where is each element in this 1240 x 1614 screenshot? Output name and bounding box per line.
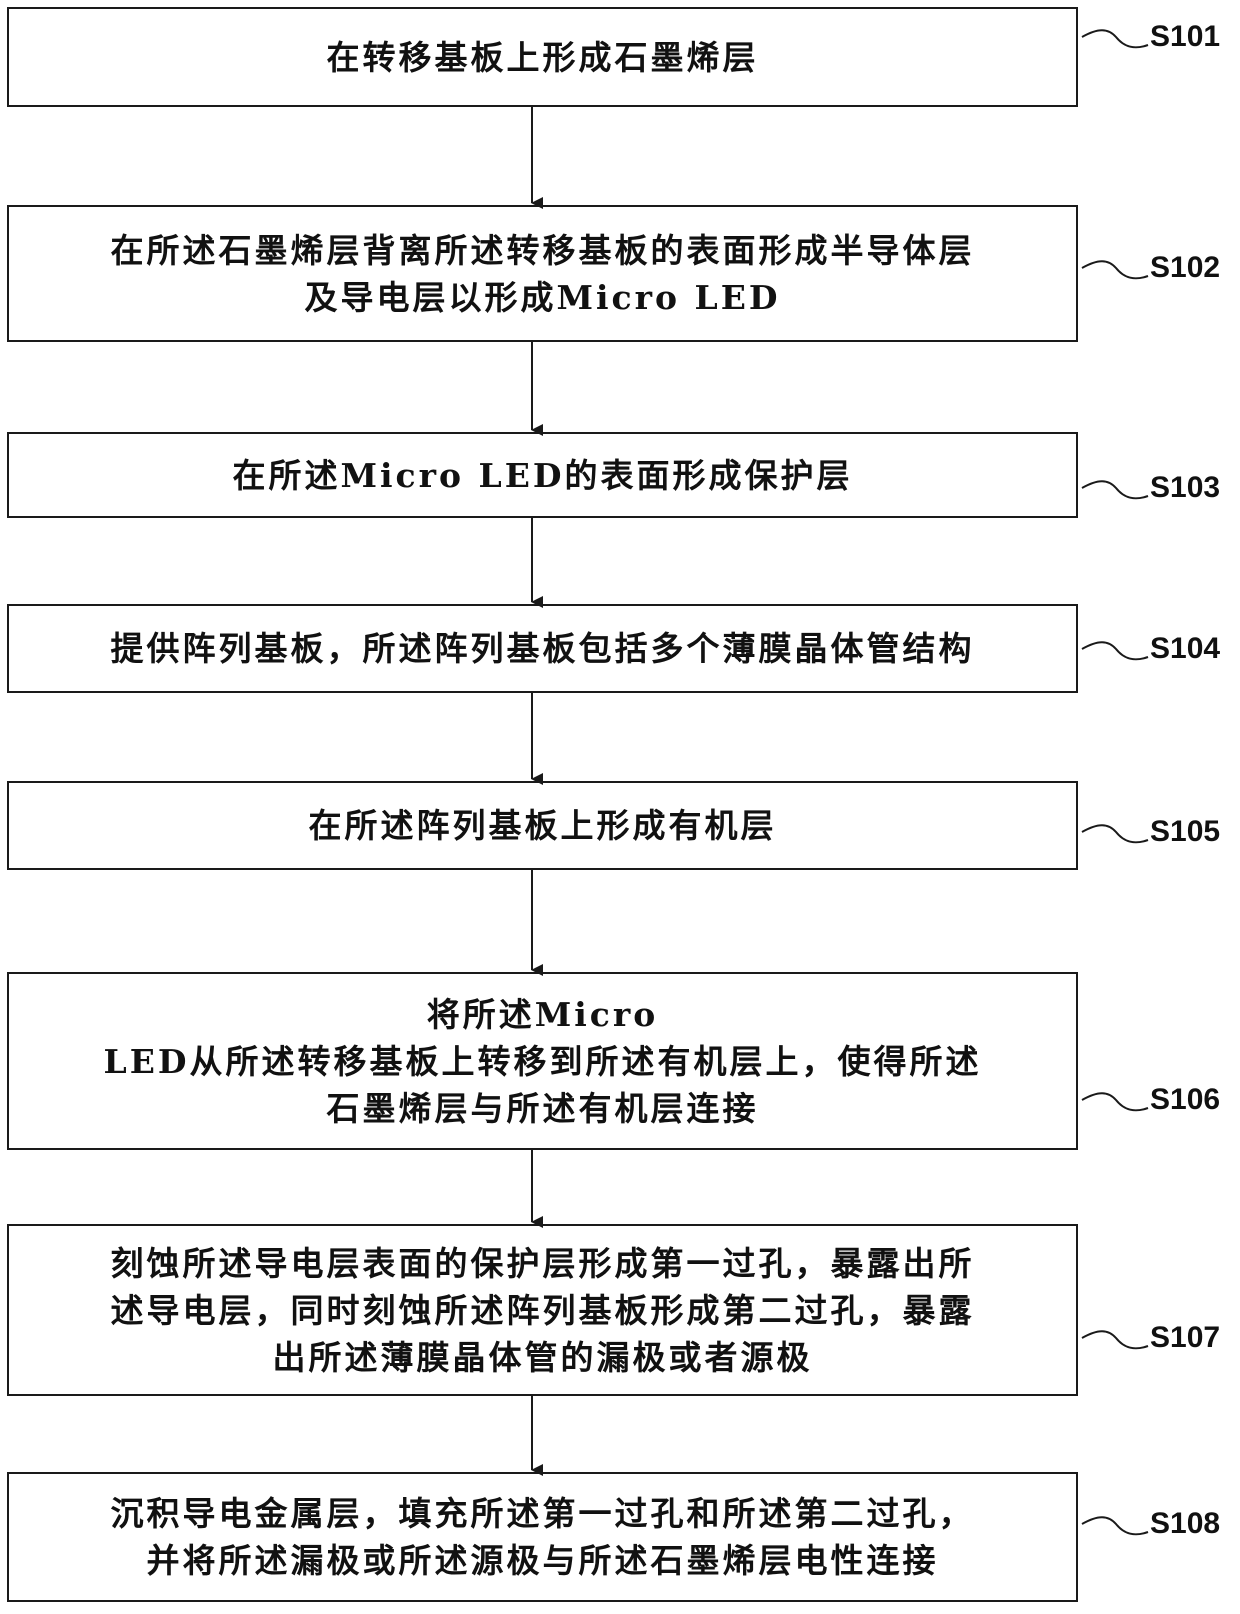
step-text-s101: 在转移基板上形成石墨烯层 [319, 34, 767, 81]
step-label-s101: S101 [1150, 22, 1220, 52]
step-label-s106: S106 [1150, 1085, 1220, 1115]
leader-s107 [1082, 1331, 1148, 1348]
leader-s108 [1082, 1517, 1148, 1534]
step-label-s103: S103 [1150, 473, 1220, 503]
step-text-s105: 在所述阵列基板上形成有机层 [301, 802, 785, 849]
leader-s105 [1082, 825, 1148, 842]
step-text-s108: 沉积导电金属层，填充所述第一过孔和所述第二过孔， 并将所述漏极或所述源极与所述石… [103, 1490, 983, 1584]
step-box-s101: 在转移基板上形成石墨烯层 [7, 7, 1078, 107]
step-box-s107: 刻蚀所述导电层表面的保护层形成第一过孔，暴露出所 述导电层，同时刻蚀所述阵列基板… [7, 1224, 1078, 1396]
step-text-s107: 刻蚀所述导电层表面的保护层形成第一过孔，暴露出所 述导电层，同时刻蚀所述阵列基板… [103, 1240, 983, 1381]
step-box-s103: 在所述Micro LED的表面形成保护层 [7, 432, 1078, 518]
leader-s102 [1082, 261, 1148, 278]
leader-s106 [1082, 1093, 1148, 1110]
step-box-s108: 沉积导电金属层，填充所述第一过孔和所述第二过孔， 并将所述漏极或所述源极与所述石… [7, 1472, 1078, 1602]
step-text-s103: 在所述Micro LED的表面形成保护层 [224, 452, 860, 499]
step-label-s105: S105 [1150, 817, 1220, 847]
step-box-s105: 在所述阵列基板上形成有机层 [7, 781, 1078, 870]
step-label-s102: S102 [1150, 253, 1220, 283]
leader-s104 [1082, 642, 1148, 659]
step-box-s104: 提供阵列基板，所述阵列基板包括多个薄膜晶体管结构 [7, 604, 1078, 693]
step-label-s108: S108 [1150, 1509, 1220, 1539]
step-label-s104: S104 [1150, 634, 1220, 664]
leader-s103 [1082, 481, 1148, 498]
step-text-s102: 在所述石墨烯层背离所述转移基板的表面形成半导体层 及导电层以形成Micro LE… [103, 227, 983, 321]
leader-s101 [1082, 30, 1148, 47]
step-box-s102: 在所述石墨烯层背离所述转移基板的表面形成半导体层 及导电层以形成Micro LE… [7, 205, 1078, 342]
step-label-s107: S107 [1150, 1323, 1220, 1353]
step-text-s106: 将所述Micro LED从所述转移基板上转移到所述有机层上，使得所述 石墨烯层与… [96, 991, 990, 1132]
step-text-s104: 提供阵列基板，所述阵列基板包括多个薄膜晶体管结构 [103, 625, 983, 672]
step-box-s106: 将所述Micro LED从所述转移基板上转移到所述有机层上，使得所述 石墨烯层与… [7, 972, 1078, 1150]
